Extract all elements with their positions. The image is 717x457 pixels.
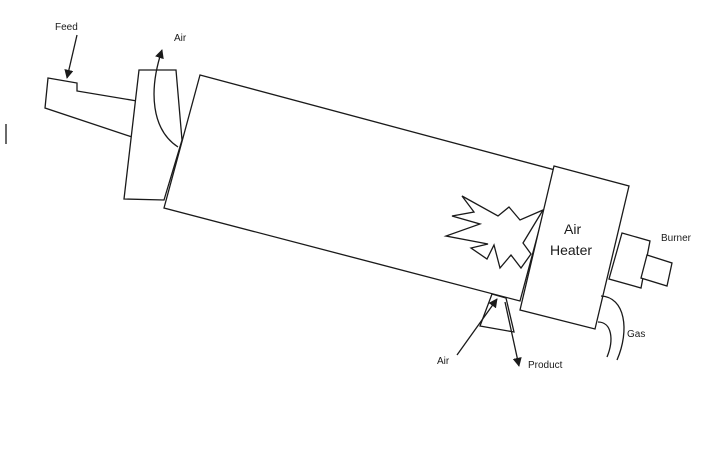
air-top-label: Air: [174, 33, 187, 44]
air-bottom-label: Air: [437, 356, 450, 367]
feed-end-housing: [123, 69, 183, 201]
gas-line-inner: [597, 321, 612, 358]
burner-label: Burner: [661, 233, 692, 244]
product-arrow: [504, 301, 522, 367]
air-heater-label-line1: Air: [564, 221, 581, 237]
feed-chute: [44, 77, 138, 138]
burner-body: [608, 232, 651, 289]
burner-nozzle: [640, 254, 673, 287]
feed-arrow: [64, 34, 78, 79]
product-label: Product: [528, 360, 563, 371]
feed-label: Feed: [55, 22, 78, 33]
air-exhaust-arrow: [153, 49, 179, 148]
kiln-drum: [163, 74, 556, 302]
flame-icon: [443, 195, 545, 270]
air-inlet-arrow: [456, 298, 498, 356]
air-heater-box: [519, 165, 630, 330]
gas-line-outer: [600, 295, 625, 361]
gas-label: Gas: [627, 329, 645, 340]
air-heater-label-line2: Heater: [550, 242, 592, 258]
